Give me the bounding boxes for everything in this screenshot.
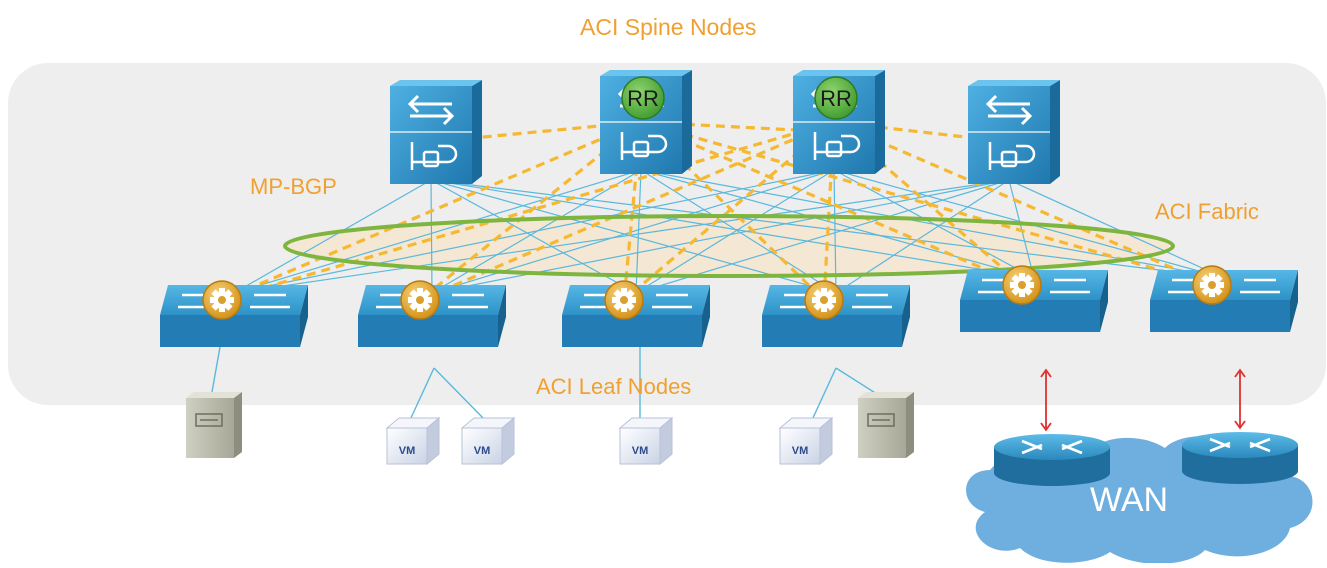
policy-loop-icon <box>813 132 861 160</box>
fabric-links <box>233 169 1225 294</box>
spine-switch: RR <box>600 70 692 174</box>
wan-uplink <box>1234 368 1246 430</box>
policy-loop-icon <box>620 132 668 160</box>
mp-bgp-session <box>832 120 1024 287</box>
leaf-switch <box>1150 265 1298 332</box>
fabric-link <box>833 169 1035 279</box>
fabric-link <box>635 169 835 294</box>
mp-bgp-session <box>639 120 826 302</box>
gear-icon <box>1002 265 1042 305</box>
fabric-link <box>1008 179 1225 279</box>
access-link <box>811 367 837 421</box>
rr-label: RR <box>627 86 659 111</box>
gear-icon <box>1192 265 1232 305</box>
leaf-layer <box>160 265 1298 347</box>
fabric-link <box>430 179 1035 279</box>
route-reflector-badge <box>814 76 858 120</box>
router-icon <box>994 434 1110 486</box>
mp-bgp-session <box>833 120 1213 287</box>
access-link <box>211 346 221 393</box>
route-reflector-badge <box>621 76 665 120</box>
vm-label: VM <box>399 445 416 457</box>
router-icon <box>1182 432 1298 484</box>
wan-label: WAN <box>1090 481 1169 519</box>
policy-loop-icon <box>988 142 1036 170</box>
server-icon <box>858 392 914 458</box>
vm-icon: VM <box>385 416 441 466</box>
vm-label: VM <box>632 445 649 457</box>
fabric-link <box>640 169 1035 279</box>
vm-label: VM <box>792 445 809 457</box>
access-link <box>433 367 486 421</box>
access-link <box>409 367 435 421</box>
mp-bgp-session <box>640 120 1213 287</box>
spine-layer: RR RR <box>390 70 1060 184</box>
spine-nodes-label: ACI Spine Nodes <box>580 14 757 40</box>
aci-fabric-label: ACI Fabric <box>1155 199 1259 224</box>
fabric-link <box>640 169 837 294</box>
spine-switch <box>390 80 482 184</box>
gear-icon <box>804 280 844 320</box>
fabric-link <box>833 169 837 294</box>
spine-switch <box>968 80 1060 184</box>
mp-bgp-label: MP-BGP <box>250 174 337 199</box>
wan-uplink <box>1040 368 1052 432</box>
wan-layer <box>966 368 1313 564</box>
policy-loop-icon <box>410 142 458 170</box>
fabric-link <box>430 179 433 294</box>
leaf-switch <box>562 280 710 347</box>
vm-icon: VM <box>778 416 834 466</box>
switch-arrows-icon <box>985 94 1033 126</box>
rr-label: RR <box>820 86 852 111</box>
gear-icon <box>202 280 242 320</box>
mp-bgp-session <box>640 120 1023 287</box>
vm-icon: VM <box>460 416 516 466</box>
vm-icon: VM <box>618 416 674 466</box>
spine-switch: RR <box>793 70 885 174</box>
leaf-switch <box>960 265 1108 332</box>
mp-bgp-session <box>221 120 835 302</box>
fabric-link <box>233 179 432 294</box>
switch-arrows-icon <box>407 94 455 126</box>
leaf-switch <box>160 280 308 347</box>
gear-icon <box>604 280 644 320</box>
vm-label: VM <box>474 445 491 457</box>
fabric-ring <box>283 214 1175 278</box>
leaf-switch <box>358 280 506 347</box>
fabric-link <box>233 179 1010 294</box>
gear-icon <box>400 280 440 320</box>
server-icon <box>186 392 242 458</box>
leaf-switch <box>762 280 910 347</box>
fabric-link <box>233 169 835 294</box>
endpoint-layer: VM VM VM VM <box>186 346 914 466</box>
leaf-nodes-label: ACI Leaf Nodes <box>536 374 692 399</box>
fabric-link <box>233 169 642 294</box>
mp-bgp-session <box>221 120 642 302</box>
access-link <box>835 367 881 397</box>
fabric-link <box>635 169 642 294</box>
